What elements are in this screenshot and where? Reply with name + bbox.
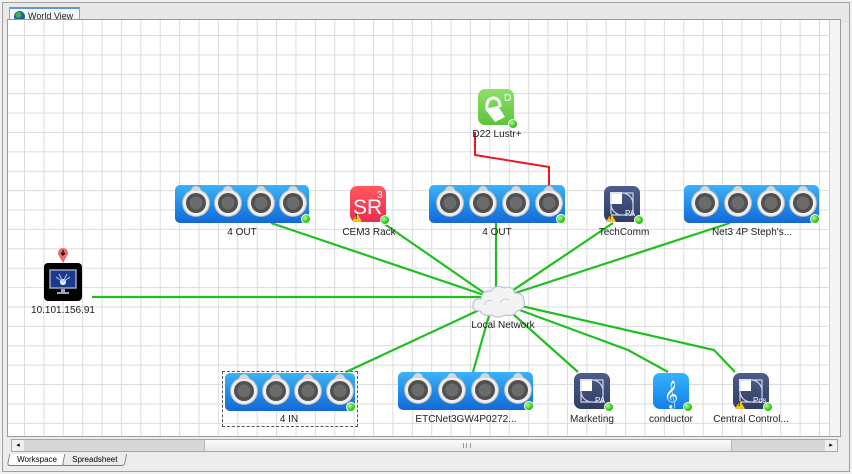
scroll-left-button[interactable]: ◂ xyxy=(12,440,24,451)
node-d22-label: D22 Lustr+ xyxy=(472,129,522,140)
status-online-icon xyxy=(524,401,534,411)
dmx-port-icon xyxy=(725,186,751,216)
node-local-network-label: Local Network xyxy=(471,320,535,331)
dmx-port-icon xyxy=(248,186,274,216)
svg-text:3: 3 xyxy=(377,190,383,201)
link-in4-to-network[interactable] xyxy=(345,304,491,373)
dmx-port-icon xyxy=(405,373,431,403)
status-online-icon xyxy=(380,215,390,225)
node-cem3-label: CEM3 Rack xyxy=(342,227,396,238)
status-online-icon xyxy=(763,402,773,412)
node-techcomm-label: TechComm xyxy=(598,227,650,238)
dmx-port-icon xyxy=(263,374,289,404)
dmx-port-icon xyxy=(215,186,241,216)
node-4-in-label: 4 IN xyxy=(279,414,299,425)
location-pin-icon xyxy=(57,246,69,269)
node-4-out-left[interactable] xyxy=(175,185,311,224)
warning-icon xyxy=(352,213,362,222)
node-net3-label: Net3 4P Steph's... xyxy=(711,227,793,238)
node-4-out-center[interactable] xyxy=(429,185,566,224)
tab-world-view-label: World View xyxy=(28,11,74,21)
tab-spreadsheet-label: Spreadsheet xyxy=(71,455,118,464)
node-4-in[interactable] xyxy=(225,373,356,412)
node-local-network[interactable] xyxy=(470,281,528,324)
warning-icon xyxy=(735,400,745,409)
node-computer-label: 10.101.156.91 xyxy=(31,305,95,316)
link-layer xyxy=(92,132,736,373)
status-online-icon xyxy=(604,402,614,412)
scrollbar-grip-icon xyxy=(463,443,471,448)
computer-monitor-icon xyxy=(44,263,82,301)
node-4-out-center-label: 4 OUT xyxy=(482,227,512,238)
link-d22-to-out2[interactable] xyxy=(474,132,550,188)
node-4-out-left-label: 4 OUT xyxy=(227,227,257,238)
vertical-edge-strip xyxy=(829,20,840,436)
top-tab-bar: World View xyxy=(3,3,849,23)
node-etcnet3gw-label: ETCNet3GW4P0272... xyxy=(415,414,517,425)
link-cem3-to-network[interactable] xyxy=(382,222,491,298)
dmx-port-icon xyxy=(327,374,353,404)
node-central-control-label: Central Control... xyxy=(713,414,789,425)
tab-spreadsheet[interactable]: Spreadsheet xyxy=(61,454,128,466)
dmx-port-icon xyxy=(758,186,784,216)
tab-workspace-label: Workspace xyxy=(17,455,57,464)
dmx-port-icon xyxy=(231,374,257,404)
dmx-port-icon xyxy=(280,186,306,216)
status-online-icon xyxy=(301,214,311,224)
scroll-right-button[interactable]: ▸ xyxy=(825,440,837,451)
dmx-port-icon xyxy=(790,186,816,216)
paradigm-pa-icon: PA xyxy=(574,373,610,409)
dmx-port-icon xyxy=(536,186,562,216)
status-online-icon xyxy=(556,214,566,224)
dmx-port-icon xyxy=(503,186,529,216)
status-online-icon xyxy=(346,402,356,412)
dmx-port-icon xyxy=(505,373,531,403)
node-net3-4p[interactable] xyxy=(684,185,820,224)
node-marketing-label: Marketing xyxy=(570,414,614,425)
dmx-port-icon xyxy=(692,186,718,216)
link-marketing-to-network[interactable] xyxy=(502,304,579,373)
status-online-icon xyxy=(634,215,644,225)
svg-text:PA: PA xyxy=(595,396,606,405)
link-net3-to-network[interactable] xyxy=(502,221,731,299)
link-gw-to-network[interactable] xyxy=(471,304,494,373)
node-etcnet3gw[interactable] xyxy=(398,372,534,411)
horizontal-scrollbar[interactable]: ◂ ▸ xyxy=(11,439,838,452)
bottom-tab-bar: Workspace Spreadsheet xyxy=(6,454,128,466)
dmx-port-icon xyxy=(295,374,321,404)
dmx-port-icon xyxy=(470,186,496,216)
link-techcomm-to-network[interactable] xyxy=(502,222,614,298)
status-online-icon xyxy=(810,214,820,224)
treble-clef-icon: 𝄞 xyxy=(653,373,689,409)
svg-text:D: D xyxy=(504,93,511,104)
workspace-canvas[interactable]: D D22 Lustr+ 4 OUT SR3 CEM3 Rack 4 OUT P… xyxy=(7,19,841,437)
scrollbar-thumb[interactable] xyxy=(204,440,732,451)
node-conductor-label: conductor xyxy=(649,414,693,425)
status-online-icon xyxy=(683,402,693,412)
link-central-to-network[interactable] xyxy=(507,301,736,373)
tab-workspace[interactable]: Workspace xyxy=(6,454,68,466)
link-conductor-to-network[interactable] xyxy=(505,303,669,373)
status-online-icon xyxy=(508,119,518,129)
svg-text:PA: PA xyxy=(625,209,636,218)
cloud-icon xyxy=(472,285,525,318)
link-out1-to-network[interactable] xyxy=(270,221,491,299)
dmx-port-icon xyxy=(439,373,465,403)
selection-box xyxy=(222,371,358,427)
dmx-port-icon xyxy=(183,186,209,216)
warning-icon xyxy=(606,213,616,222)
dmx-port-icon xyxy=(437,186,463,216)
svg-text:Pcs: Pcs xyxy=(753,396,766,405)
fixture-d22-icon: D xyxy=(478,89,514,125)
dmx-port-icon xyxy=(472,373,498,403)
globe-icon xyxy=(14,10,25,22)
svg-text:𝄞: 𝄞 xyxy=(664,380,678,409)
